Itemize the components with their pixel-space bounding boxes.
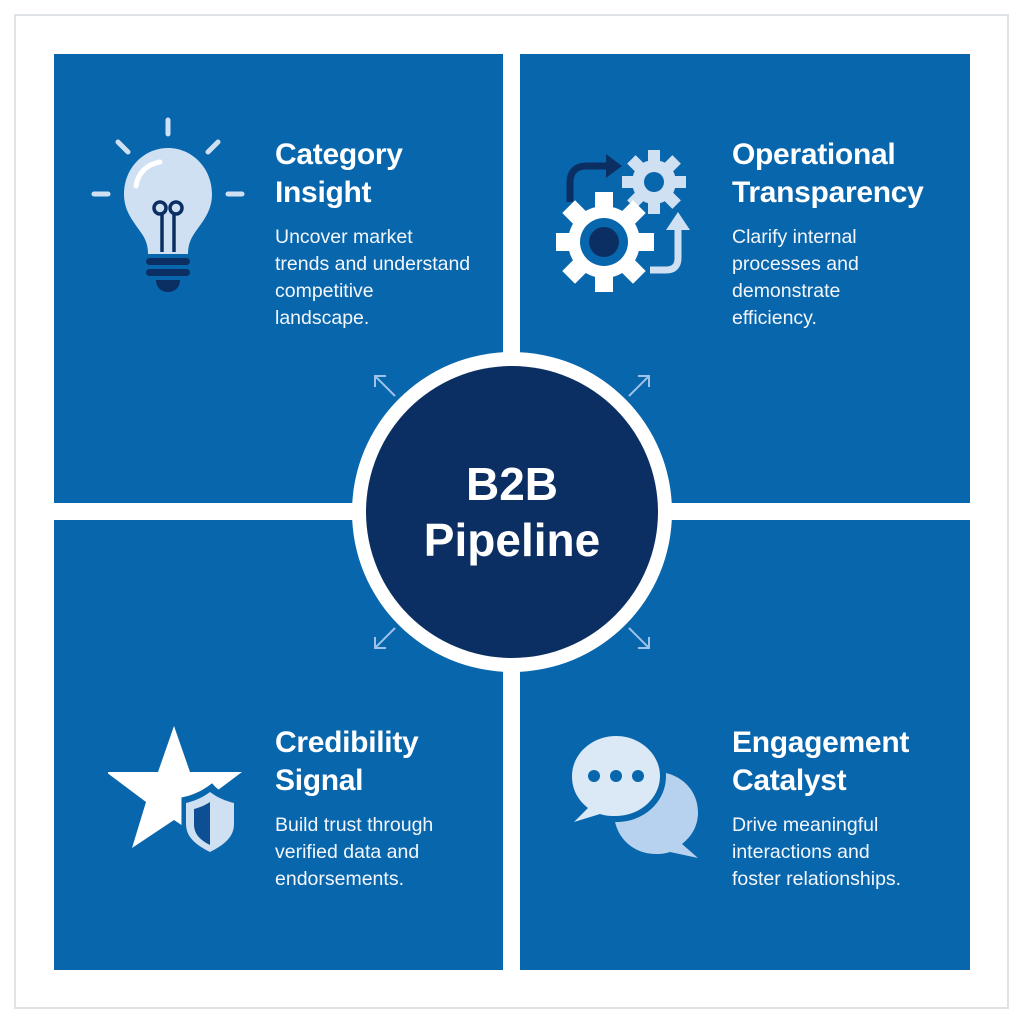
quadrant-title: Category Insight [275, 138, 403, 209]
lightbulb-icon [91, 117, 245, 292]
quadrant-description: Build trust through verified data and en… [275, 814, 434, 890]
quadrant-title: Operational Transparency [732, 138, 924, 209]
arrow-down-left-icon [374, 627, 396, 649]
quadrant-credibility-signal: Credibility Signal Build trust through v… [54, 520, 503, 970]
quadrant-operational-transparency: Operational Transparency Clarify interna… [520, 54, 970, 503]
gears-process-icon [556, 150, 690, 292]
arrow-up-left-icon [374, 375, 396, 397]
outer-frame [14, 14, 1009, 1009]
hub-label: B2B Pipeline [423, 458, 601, 566]
quadrant-text: Category Insight Uncover market trends a… [275, 136, 500, 332]
quadrant-text: Engagement Catalyst Drive meaningful int… [732, 724, 964, 893]
chat-bubbles-icon [564, 730, 698, 858]
quadrant-title: Credibility Signal [275, 726, 419, 797]
quadrant-description: Uncover market trends and understand com… [275, 226, 471, 329]
star-shield-icon [108, 726, 242, 859]
arrow-up-right-icon [628, 375, 650, 397]
quadrant-title: Engagement Catalyst [732, 726, 910, 797]
quadrant-description: Drive meaningful interactions and foster… [732, 814, 902, 890]
arrow-down-right-icon [628, 627, 650, 649]
quadrant-text: Operational Transparency Clarify interna… [732, 136, 964, 332]
hub-circle: B2B Pipeline [366, 366, 658, 658]
quadrant-description: Clarify internal processes and demonstra… [732, 226, 859, 329]
quadrant-text: Credibility Signal Build trust through v… [275, 724, 500, 893]
